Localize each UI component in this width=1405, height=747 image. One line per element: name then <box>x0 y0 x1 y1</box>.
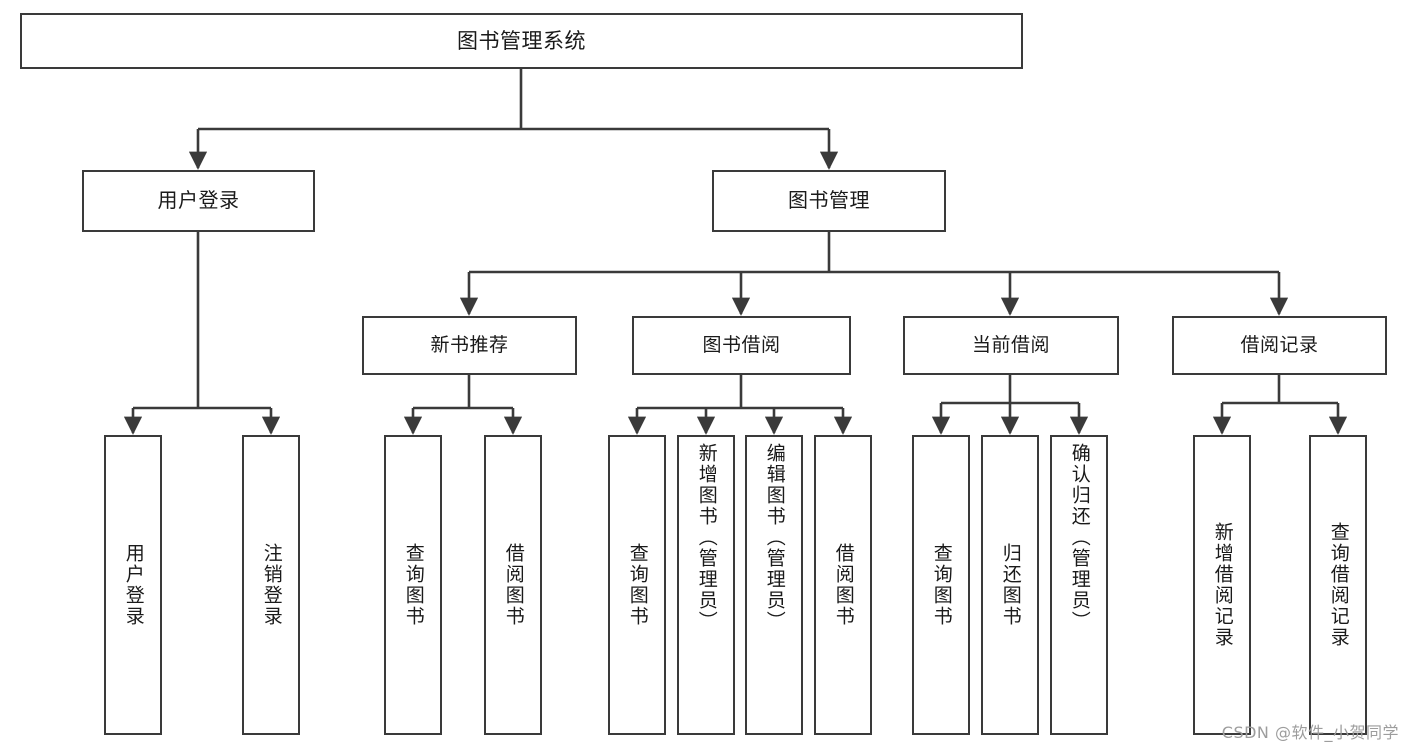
node-user-login[interactable]: 用户登录 <box>82 170 315 232</box>
leaf-record-query-record[interactable]: 查询借阅记录 <box>1309 435 1367 735</box>
leaf-borrow-query-book[interactable]: 查询图书 <box>608 435 666 735</box>
leaf-current-query-book-label: 查询图书 <box>930 543 953 627</box>
node-new-book-recommend-label: 新书推荐 <box>430 334 509 357</box>
node-book-management[interactable]: 图书管理 <box>712 170 946 232</box>
leaf-user-login-signout[interactable]: 注销登录 <box>242 435 300 735</box>
leaf-borrow-query-book-label: 查询图书 <box>626 543 649 627</box>
leaf-user-login-signin[interactable]: 用户登录 <box>104 435 162 735</box>
leaf-record-add-record[interactable]: 新增借阅记录 <box>1193 435 1251 735</box>
leaf-record-query-record-label: 查询借阅记录 <box>1327 522 1350 648</box>
leaf-borrow-edit-book-admin[interactable]: 编辑图书（管理员） <box>745 435 803 735</box>
node-book-borrow-label: 图书借阅 <box>702 334 781 357</box>
csdn-watermark: CSDN @软件_小贺同学 <box>1221 723 1399 742</box>
node-root-book-management-system[interactable]: 图书管理系统 <box>20 13 1023 69</box>
node-current-borrow-label: 当前借阅 <box>971 334 1050 357</box>
leaf-new-book-query[interactable]: 查询图书 <box>384 435 442 735</box>
node-root-label: 图书管理系统 <box>457 28 586 53</box>
leaf-borrow-borrow-book-label: 借阅图书 <box>832 543 855 627</box>
leaf-current-return-book-label: 归还图书 <box>999 543 1022 627</box>
leaf-new-book-borrow[interactable]: 借阅图书 <box>484 435 542 735</box>
node-book-management-label: 图书管理 <box>788 188 870 213</box>
leaf-borrow-add-book-admin[interactable]: 新增图书（管理员） <box>677 435 735 735</box>
leaf-user-login-signin-label: 用户登录 <box>122 543 145 627</box>
leaf-new-book-borrow-label: 借阅图书 <box>502 543 525 627</box>
leaf-current-confirm-return-admin[interactable]: 确认归还（管理员） <box>1050 435 1108 735</box>
leaf-borrow-add-book-admin-label: 新增图书（管理员） <box>695 443 718 632</box>
node-borrow-record-label: 借阅记录 <box>1240 334 1319 357</box>
leaf-borrow-edit-book-admin-label: 编辑图书（管理员） <box>763 443 786 632</box>
leaf-record-add-record-label: 新增借阅记录 <box>1211 522 1234 648</box>
node-user-login-label: 用户登录 <box>157 188 240 213</box>
leaf-current-return-book[interactable]: 归还图书 <box>981 435 1039 735</box>
leaf-current-confirm-return-admin-label: 确认归还（管理员） <box>1068 443 1091 632</box>
leaf-current-query-book[interactable]: 查询图书 <box>912 435 970 735</box>
node-book-borrow[interactable]: 图书借阅 <box>632 316 851 375</box>
node-current-borrow[interactable]: 当前借阅 <box>903 316 1119 375</box>
node-new-book-recommend[interactable]: 新书推荐 <box>362 316 577 375</box>
leaf-user-login-signout-label: 注销登录 <box>260 543 283 627</box>
node-borrow-record[interactable]: 借阅记录 <box>1172 316 1387 375</box>
leaf-new-book-query-label: 查询图书 <box>402 543 425 627</box>
leaf-borrow-borrow-book[interactable]: 借阅图书 <box>814 435 872 735</box>
